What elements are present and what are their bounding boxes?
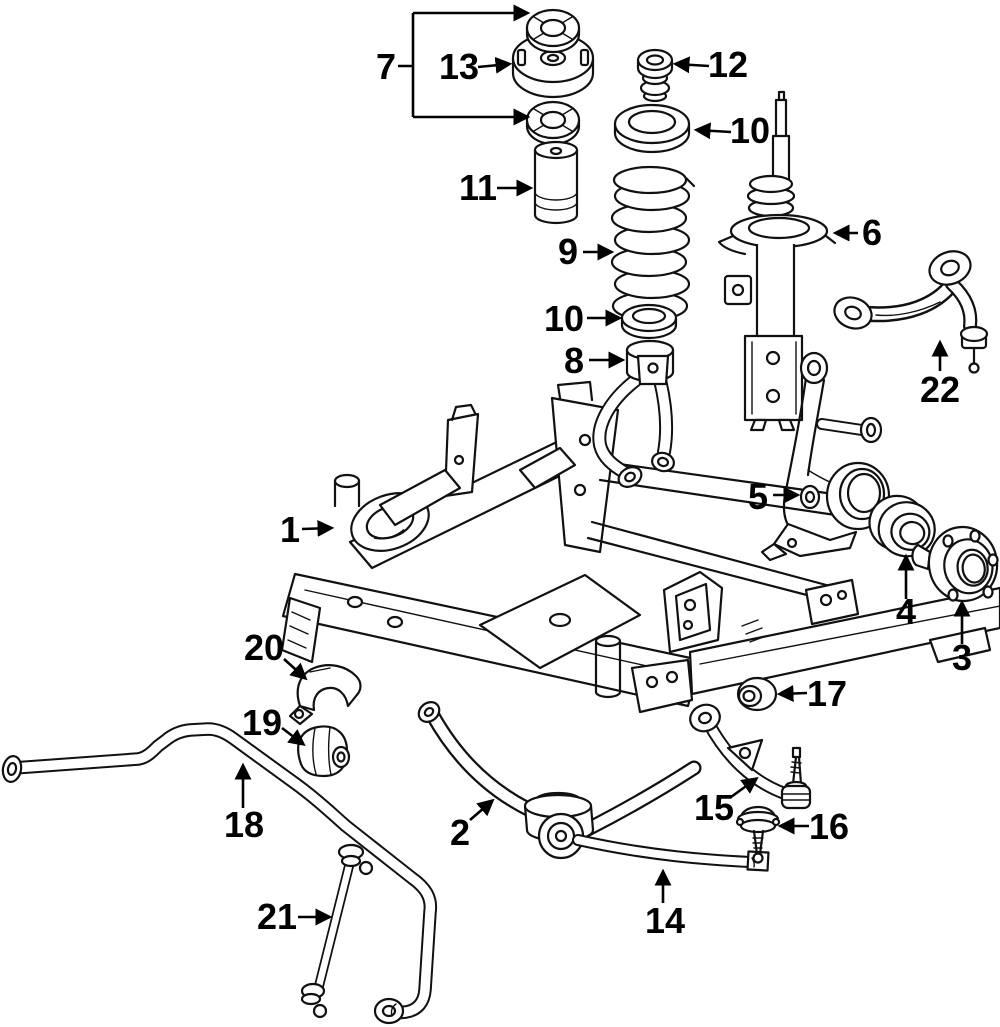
callout-5-label: 5 <box>748 476 768 517</box>
steering-knuckle <box>760 351 891 562</box>
mount-plate-upper <box>525 8 581 54</box>
control-arm-bushing <box>736 676 778 712</box>
callout-7: 7 <box>376 4 531 126</box>
callout-22: 22 <box>920 339 960 410</box>
callout-10-lower-label: 10 <box>544 298 584 339</box>
callout-14-label: 14 <box>645 900 685 941</box>
callout-10-lower: 10 <box>544 298 623 339</box>
callout-13: 13 <box>439 46 513 87</box>
ball-joint <box>735 805 781 864</box>
lower-control-arm <box>417 701 702 860</box>
callout-6: 6 <box>832 212 882 253</box>
callout-18-label: 18 <box>224 804 264 845</box>
callout-7-label: 7 <box>376 46 396 87</box>
callout-1-label: 1 <box>280 509 300 550</box>
callout-9: 9 <box>558 231 615 272</box>
callout-6-label: 6 <box>862 212 882 253</box>
callout-10-upper-label: 10 <box>730 110 770 151</box>
callout-10-upper: 10 <box>693 110 770 151</box>
callout-3-label: 3 <box>952 637 972 678</box>
callout-12-label: 12 <box>708 44 748 85</box>
callout-20: 20 <box>244 627 308 681</box>
wheel-hub <box>911 525 999 603</box>
coil-spring <box>610 165 696 322</box>
callout-5: 5 <box>748 476 801 517</box>
bump-stop <box>636 48 674 103</box>
callout-11: 11 <box>459 167 534 208</box>
callout-19: 19 <box>242 702 306 747</box>
callout-13-label: 13 <box>439 46 479 87</box>
stabilizer-bushing <box>297 725 351 778</box>
callout-19-label: 19 <box>242 702 282 743</box>
upper-control-arm <box>833 250 989 374</box>
callout-8-label: 8 <box>564 340 584 381</box>
spring-retainer-fork <box>592 339 675 488</box>
callout-2-label: 2 <box>450 812 470 853</box>
callout-2: 2 <box>450 798 495 853</box>
curved-control-arm <box>689 703 812 810</box>
callout-15-label: 15 <box>694 787 734 828</box>
callout-22-label: 22 <box>920 369 960 410</box>
callout-16: 16 <box>777 806 849 847</box>
callout-4: 4 <box>896 553 916 632</box>
spring-pad-lower <box>620 303 678 340</box>
spring-pad-upper <box>613 103 691 154</box>
subframe-lower-crossmember <box>280 570 1000 714</box>
callout-9-label: 9 <box>558 231 578 272</box>
callout-16-label: 16 <box>809 806 849 847</box>
callout-1: 1 <box>280 509 335 550</box>
callout-14: 14 <box>645 868 685 941</box>
callout-8: 8 <box>564 340 626 381</box>
stabilizer-bracket <box>288 664 362 726</box>
callout-12: 12 <box>672 44 748 85</box>
tension-strut <box>572 834 770 872</box>
callout-4-label: 4 <box>896 591 916 632</box>
stabilizer-bar <box>1 722 438 1025</box>
stabilizer-link <box>300 843 374 1019</box>
mount-plate-lower <box>525 100 581 146</box>
callout-20-label: 20 <box>244 627 284 668</box>
strut <box>717 90 837 432</box>
callout-21: 21 <box>257 896 333 937</box>
dust-boot <box>533 140 579 225</box>
callout-15: 15 <box>694 777 759 828</box>
callout-18: 18 <box>224 762 264 845</box>
wheel-bearing <box>868 494 936 558</box>
callout-21-label: 21 <box>257 896 297 937</box>
callout-17: 17 <box>776 673 847 714</box>
callout-17-label: 17 <box>807 673 847 714</box>
callout-3: 3 <box>952 599 972 678</box>
callout-11-label: 11 <box>459 167 497 208</box>
callouts: 1 2 3 4 5 6 7 8 <box>224 4 972 941</box>
